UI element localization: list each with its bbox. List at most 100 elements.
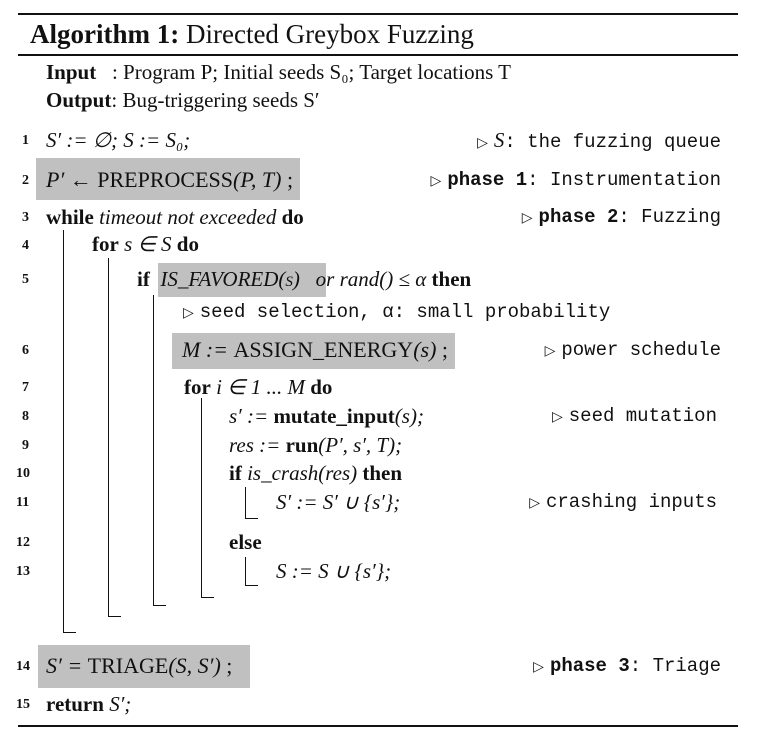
- line-8-comment: ▷seed mutation: [552, 403, 717, 430]
- line-15-code: return S′;: [46, 691, 131, 717]
- function-name: PREPROCESS: [97, 167, 233, 192]
- algorithm-title: Algorithm 1: Directed Greybox Fuzzing: [30, 18, 474, 50]
- keyword: then: [431, 267, 472, 291]
- line-number: 6: [22, 343, 29, 358]
- code: (P, T): [233, 167, 282, 192]
- comment-var: S: [493, 128, 505, 152]
- line-number: 7: [22, 380, 29, 395]
- code: s′ :=: [229, 404, 274, 428]
- line-2-code: P′ ← PREPROCESS(P, T) ;: [46, 167, 293, 193]
- then-block-line: [245, 487, 258, 519]
- input-text: Program P; Initial seeds S₀; Target loca…: [123, 60, 511, 84]
- top-rule: [18, 13, 738, 15]
- line-number: 15: [16, 697, 30, 712]
- triangle-icon: ▷: [551, 409, 563, 425]
- code: S′ =: [46, 653, 88, 678]
- keyword: do: [281, 205, 304, 229]
- line-1-comment: ▷ S: the fuzzing queue: [477, 127, 721, 156]
- output-text: Bug-triggering seeds S′: [122, 88, 320, 112]
- highlight-triage: [38, 645, 250, 688]
- phase-label: phase 2: [538, 206, 619, 228]
- triangle-icon: ▷: [544, 343, 556, 359]
- comment-text: crashing inputs: [545, 491, 717, 513]
- line-13-code: S := S ∪ {s′};: [276, 559, 392, 583]
- phase-label: phase 1: [447, 169, 528, 191]
- function-name: ASSIGN_ENERGY: [233, 337, 414, 362]
- line-number: 5: [22, 272, 29, 287]
- keyword: for: [184, 375, 211, 399]
- line-3-comment: ▷phase 2: Fuzzing: [522, 204, 721, 231]
- code: i ∈ 1 ... M: [216, 375, 305, 399]
- title-rule: [18, 54, 738, 56]
- triangle-icon: ▷: [533, 659, 544, 675]
- triangle-icon: ▷: [430, 173, 442, 189]
- input-label: Input: [46, 60, 97, 84]
- code: M :=: [182, 337, 234, 362]
- keyword: for: [92, 232, 119, 256]
- keyword: do: [176, 232, 199, 256]
- line-number: 2: [22, 173, 29, 188]
- line-7-code: for i ∈ 1 ... M do: [184, 374, 332, 400]
- title-name: Directed Greybox Fuzzing: [185, 19, 474, 49]
- line-number: 1: [22, 133, 29, 148]
- code: ;: [220, 653, 233, 678]
- line-10-code: if is_crash(res) then: [229, 460, 402, 486]
- while-block-line: [63, 230, 76, 633]
- keyword: return: [46, 692, 104, 716]
- function-name: run: [285, 433, 319, 457]
- line-12-code: else: [229, 530, 262, 554]
- highlight-preprocess: [36, 158, 300, 200]
- line-number: 3: [22, 210, 29, 225]
- code: s ∈ S: [124, 232, 172, 256]
- bottom-rule: [18, 725, 738, 727]
- line-6-code: M := ASSIGN_ENERGY(s) ;: [182, 337, 448, 363]
- line-number: 8: [22, 409, 29, 424]
- line-2-comment: ▷ phase 1: Instrumentation: [431, 167, 721, 194]
- keyword: do: [310, 375, 333, 399]
- code: (P′, s′, T);: [318, 433, 403, 457]
- title-label: Algorithm 1:: [30, 19, 180, 49]
- condition: is_crash(res): [247, 461, 358, 485]
- keyword: if: [229, 461, 242, 485]
- code: (s);: [394, 404, 424, 428]
- code: (S, S′): [168, 653, 221, 678]
- line-14-code: S′ = TRIAGE(S, S′) ;: [46, 653, 232, 679]
- line-11-code: S′ := S′ ∪ {s′};: [276, 490, 401, 514]
- line-5-code: if IS_FAVORED(s) or rand() ≤ α then: [137, 266, 471, 292]
- code: (s): [413, 337, 437, 362]
- for-block-line: [108, 258, 121, 617]
- line-1-code: S′ := ∅; S := S₀;: [46, 128, 191, 152]
- highlight-is-favored: [158, 263, 326, 297]
- keyword: if: [137, 267, 150, 291]
- triangle-icon: ▷: [477, 135, 488, 151]
- code: ;: [436, 337, 449, 362]
- code: or rand() ≤ α: [315, 267, 427, 291]
- comment-text: : the fuzzing queue: [504, 131, 721, 153]
- comment-text: : Instrumentation: [527, 169, 721, 191]
- triangle-icon: ▷: [529, 495, 540, 511]
- condition: timeout not exceeded: [99, 205, 277, 229]
- keyword: then: [362, 461, 403, 485]
- line-number: 14: [16, 659, 30, 674]
- code: P′ ←: [46, 167, 98, 192]
- else-block-line: [245, 557, 258, 586]
- function-name: mutate_input: [273, 404, 395, 428]
- if-block-line: [153, 295, 166, 606]
- line-number: 9: [22, 438, 29, 453]
- line-5-comment: ▷seed selection, α: small probability: [183, 299, 610, 326]
- line-9-code: res := run(P′, s′, T);: [229, 432, 402, 458]
- input-line: Input : Program P; Initial seeds S₀; Tar…: [46, 60, 511, 84]
- triangle-icon: ▷: [521, 210, 533, 226]
- line-number: 13: [16, 564, 30, 579]
- code: res :=: [229, 433, 286, 457]
- line-number: 12: [16, 535, 30, 550]
- comment-text: power schedule: [561, 339, 721, 361]
- output-line: Output: Bug-triggering seeds S′: [46, 88, 320, 112]
- line-number: 11: [16, 495, 30, 510]
- triangle-icon: ▷: [183, 305, 194, 321]
- comment-text: : Triage: [629, 655, 721, 677]
- code: S′;: [109, 692, 132, 716]
- code: ;: [281, 167, 294, 192]
- function-name: IS_FAVORED(s): [160, 267, 300, 291]
